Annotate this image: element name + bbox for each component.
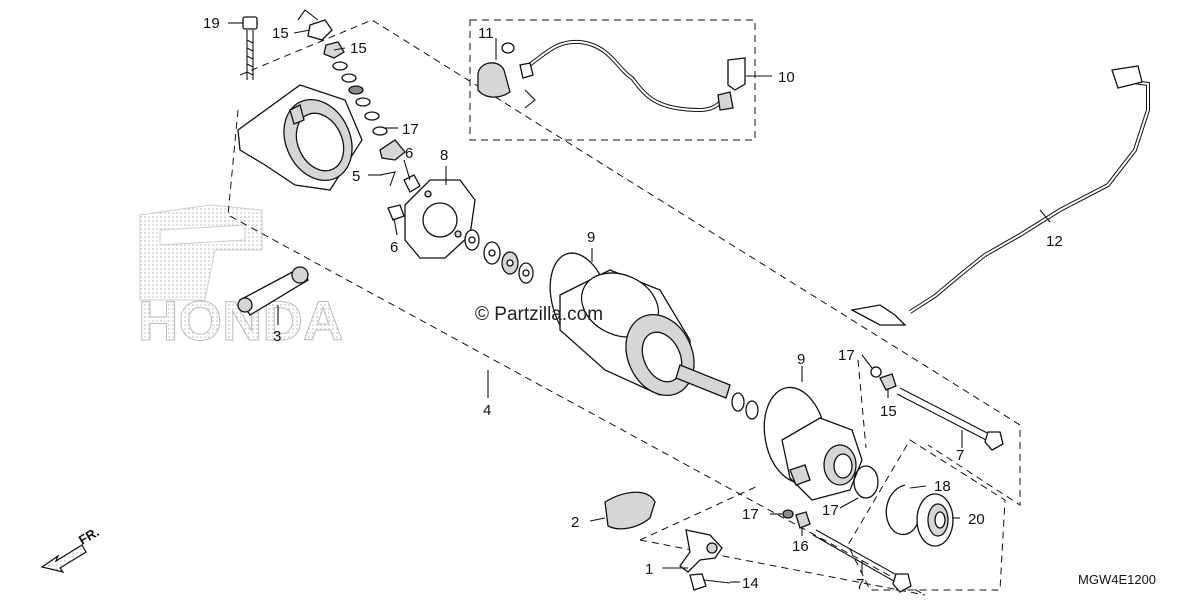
part-12-ground-cable	[850, 65, 1150, 326]
watermark-text: © Partzilla.com	[475, 304, 603, 325]
callout-8: 8	[440, 147, 448, 164]
part-18-circlip	[885, 484, 921, 536]
callout-18: 18	[934, 478, 951, 495]
callout-6: 6	[390, 239, 398, 256]
part-14-nuts	[307, 19, 388, 136]
part-15-15-17-17-fasteners	[782, 366, 897, 529]
callout-1: 1	[645, 561, 653, 578]
callout-2: 2	[571, 514, 579, 531]
front-direction-arrow: FR.	[40, 524, 102, 573]
callout-labels: 19 15 15 17 6 5 8 6 11 10 12 9 9 17 15 7…	[203, 15, 1063, 593]
part-11-terminal-cap	[477, 42, 515, 98]
callout-7: 7	[856, 576, 864, 593]
background-logo: HONDA	[138, 204, 344, 353]
callout-9: 9	[797, 351, 805, 368]
part-6-brush-springs	[387, 174, 421, 221]
part-20-bearing	[916, 493, 954, 547]
front-cover	[781, 417, 863, 501]
callout-7: 7	[956, 447, 964, 464]
background-logo-text: HONDA	[138, 289, 343, 352]
callout-12: 12	[1046, 233, 1063, 250]
callout-11: 11	[478, 25, 494, 42]
callout-3: 3	[273, 328, 281, 345]
part-10-starter-cable	[519, 39, 746, 113]
callout-5: 5	[352, 168, 360, 185]
part-1-stay-bracket	[679, 529, 723, 573]
part-19-bolt	[242, 16, 258, 80]
callout-17: 17	[402, 121, 419, 138]
callout-14: 15	[350, 40, 367, 57]
leader-lines	[228, 9, 1051, 583]
part-3-bracket	[237, 266, 309, 316]
part-2-rubber-mount	[604, 491, 656, 530]
callout-19: 19	[203, 15, 220, 32]
thrust-washers	[464, 229, 534, 284]
diagram-code: MGW4E1200	[1078, 572, 1156, 587]
callout-16: 17	[822, 502, 839, 519]
part-5-brush-terminal	[379, 139, 406, 187]
part-16-o-ring	[853, 465, 879, 499]
callout-6: 6	[405, 145, 413, 162]
callout-17: 17	[742, 506, 759, 523]
part-13-bolt	[689, 573, 731, 591]
starter-motor-body	[559, 269, 731, 399]
callout-13: 14	[742, 575, 759, 592]
callout-15: 15	[880, 403, 897, 420]
part-7-bolt-lower	[812, 529, 912, 593]
shaft-washers	[731, 392, 759, 420]
callout-10: 10	[778, 69, 795, 86]
part-7-bolt-upper	[896, 387, 1004, 451]
callout-14: 15	[272, 25, 289, 42]
group-boundaries	[227, 19, 1021, 596]
callout-15: 16	[792, 538, 809, 555]
callout-4: 4	[483, 402, 491, 419]
front-direction-label: FR.	[76, 524, 102, 547]
part-8-brush-plate	[404, 179, 476, 259]
callout-20: 20	[968, 511, 985, 528]
callout-9: 9	[587, 229, 595, 246]
part-4-end-cover	[237, 84, 363, 191]
callout-17: 17	[838, 347, 855, 364]
